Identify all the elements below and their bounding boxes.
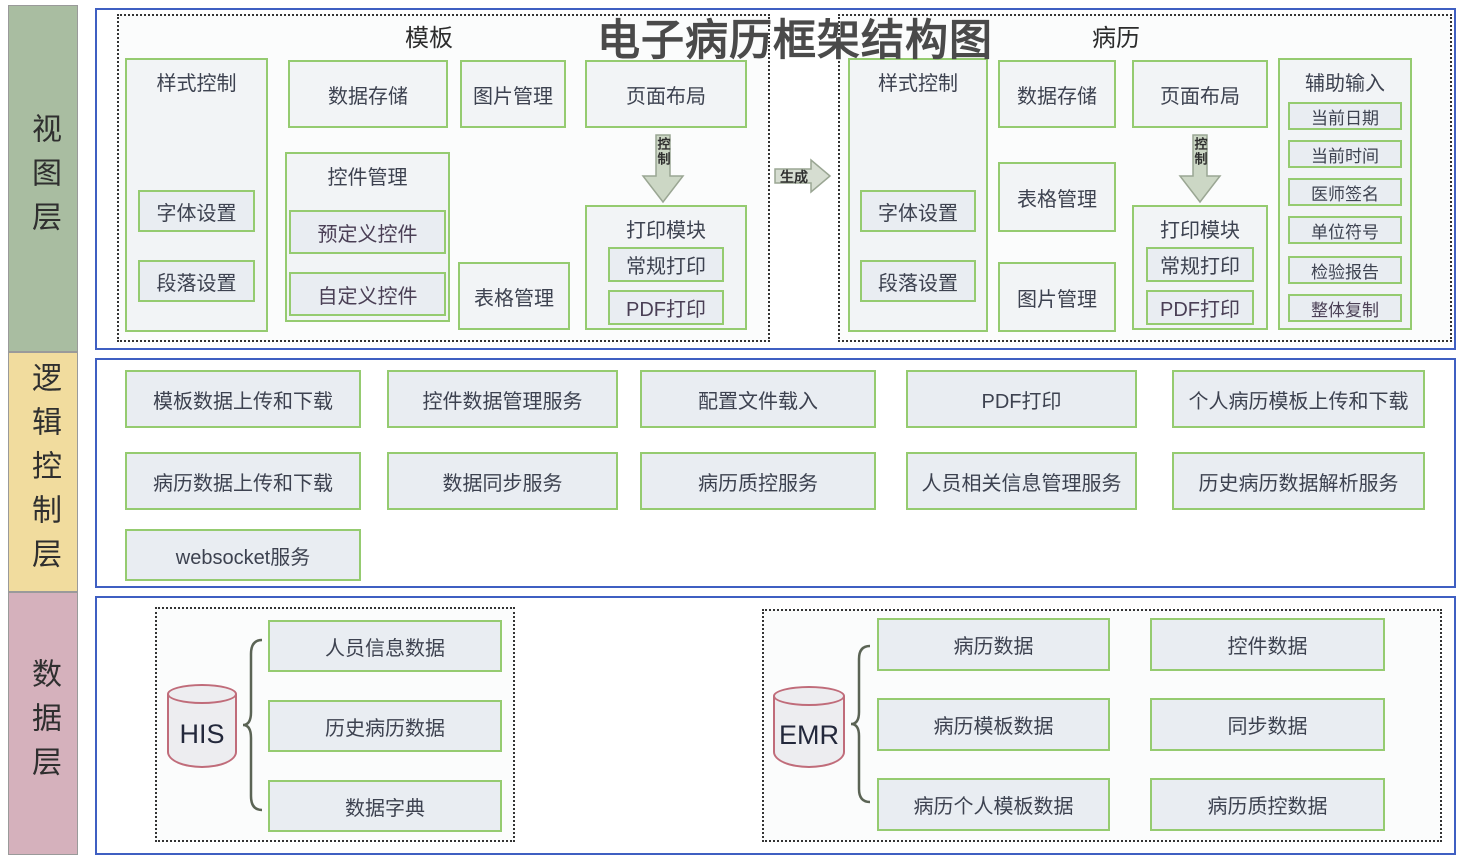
- control-arrow-down-template-icon: 控制: [641, 134, 685, 204]
- box-print-module-template-title: 打印模块: [626, 220, 706, 242]
- box-table-management-template: 表格管理: [458, 262, 570, 330]
- box-history-record-parse-service: 历史病历数据解析服务: [1172, 452, 1425, 510]
- his-database-label: HIS: [179, 718, 225, 749]
- layer-label-data: 数据层: [27, 657, 60, 790]
- emr-database-cylinder-icon: EMR: [773, 686, 845, 768]
- box-control-management-title: 控件管理: [327, 167, 408, 189]
- record-group-label: 病历: [1092, 25, 1140, 52]
- box-aux-current-date: 当前日期: [1288, 102, 1402, 130]
- control-arrow-label-template: 控制: [655, 137, 671, 167]
- box-font-settings-template: 字体设置: [138, 190, 255, 232]
- box-paragraph-settings-record: 段落设置: [860, 260, 976, 302]
- box-record-template-data: 病历模板数据: [877, 698, 1110, 751]
- layer-label-logic: 逻辑控制层: [27, 362, 60, 582]
- control-arrow-label-record: 控制: [1192, 137, 1208, 167]
- box-data-storage-template: 数据存储: [288, 60, 448, 128]
- box-predefined-controls: 预定义控件: [289, 210, 446, 254]
- box-personal-template-updown: 个人病历模板上传和下载: [1172, 370, 1425, 428]
- box-record-qc-data: 病历质控数据: [1150, 778, 1385, 831]
- box-font-settings-record: 字体设置: [860, 190, 976, 232]
- box-page-layout-template: 页面布局: [585, 60, 747, 128]
- layer-band-data: 数据层: [8, 592, 78, 855]
- box-aux-physician-signature: 医师签名: [1288, 178, 1402, 206]
- box-record-data-updown: 病历数据上传和下载: [125, 452, 361, 510]
- box-paragraph-settings-template: 段落设置: [138, 260, 255, 302]
- his-database-cylinder-icon: HIS: [167, 684, 237, 768]
- generate-arrow-right-icon: 生成: [774, 158, 832, 194]
- box-record-data: 病历数据: [877, 618, 1110, 671]
- template-group-label: 模板: [405, 25, 453, 52]
- emr-brace-icon: [849, 644, 873, 809]
- box-websocket-service: websocket服务: [125, 529, 361, 581]
- box-style-control-template-title: 样式控制: [156, 73, 237, 95]
- box-pdf-print-template: PDF打印: [608, 290, 724, 325]
- box-personnel-info-data: 人员信息数据: [268, 620, 502, 672]
- box-record-qc-service: 病历质控服务: [640, 452, 876, 510]
- box-page-layout-record: 页面布局: [1132, 60, 1268, 128]
- his-brace-icon: [241, 638, 265, 817]
- box-print-module-record-title: 打印模块: [1160, 220, 1240, 242]
- box-image-management-record: 图片管理: [998, 262, 1116, 332]
- box-aux-whole-copy: 整体复制: [1288, 294, 1402, 322]
- box-table-management-record: 表格管理: [998, 162, 1116, 232]
- box-control-data-mgmt-service: 控件数据管理服务: [387, 370, 618, 428]
- box-sync-data: 同步数据: [1150, 698, 1385, 751]
- box-record-personal-template-data: 病历个人模板数据: [877, 778, 1110, 831]
- box-data-storage-record: 数据存储: [998, 60, 1116, 128]
- box-config-file-load: 配置文件载入: [640, 370, 876, 428]
- layer-label-view: 视图层: [27, 112, 60, 245]
- generate-arrow-label: 生成: [780, 169, 808, 185]
- control-arrow-down-record-icon: 控制: [1178, 134, 1222, 204]
- box-control-data: 控件数据: [1150, 618, 1385, 671]
- box-data-sync-service: 数据同步服务: [387, 452, 618, 510]
- diagram-title: 电子病历框架结构图: [597, 17, 993, 65]
- box-aux-test-report: 检验报告: [1288, 256, 1402, 284]
- emr-database-label: EMR: [779, 719, 839, 750]
- box-template-data-updown: 模板数据上传和下载: [125, 370, 361, 428]
- box-custom-controls: 自定义控件: [289, 272, 446, 316]
- box-pdf-print-service: PDF打印: [906, 370, 1137, 428]
- box-aux-current-time: 当前时间: [1288, 140, 1402, 168]
- box-personnel-info-mgmt-service: 人员相关信息管理服务: [906, 452, 1137, 510]
- box-style-control-record-title: 样式控制: [878, 73, 958, 95]
- box-image-management-template: 图片管理: [460, 60, 566, 128]
- box-regular-print-record: 常规打印: [1146, 247, 1254, 282]
- box-history-record-data: 历史病历数据: [268, 700, 502, 752]
- box-data-dictionary: 数据字典: [268, 780, 502, 832]
- box-aux-input-title: 辅助输入: [1305, 73, 1385, 95]
- layer-band-view: 视图层: [8, 5, 78, 352]
- box-pdf-print-record: PDF打印: [1146, 290, 1254, 325]
- box-regular-print-template: 常规打印: [608, 247, 724, 282]
- layer-band-logic: 逻辑控制层: [8, 352, 78, 592]
- box-aux-unit-symbol: 单位符号: [1288, 216, 1402, 244]
